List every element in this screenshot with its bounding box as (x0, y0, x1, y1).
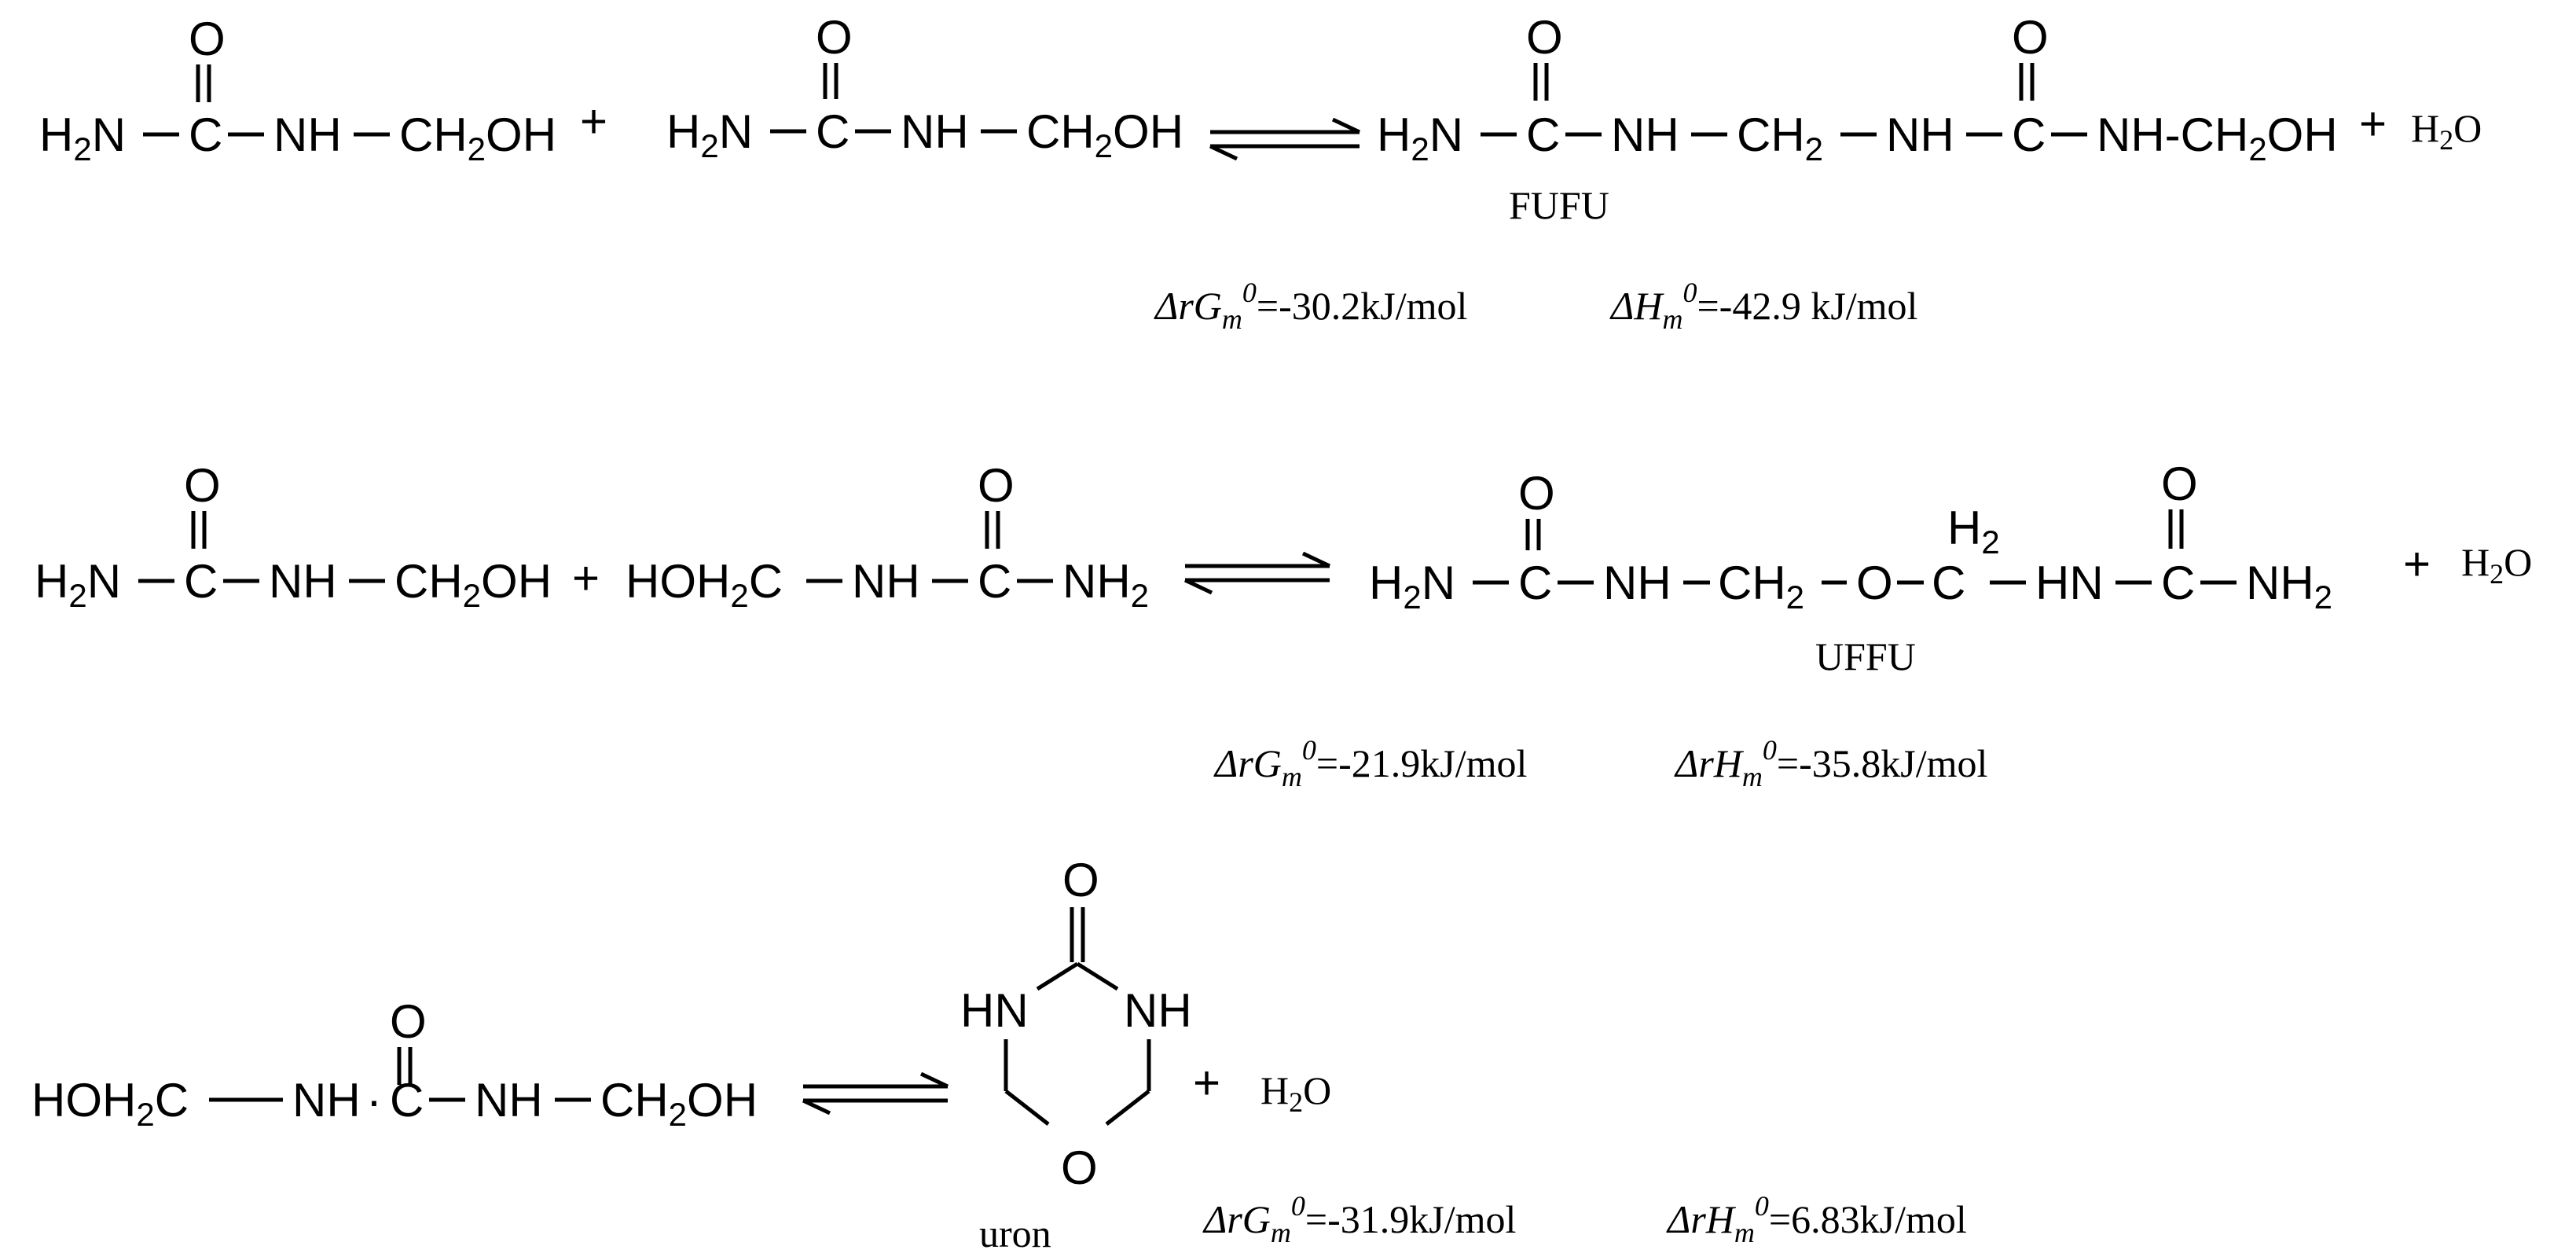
reactant-2-methylolurea: HOH2C NH C O NH2 (626, 459, 1149, 614)
methylene-bridge: CH2 (1737, 108, 1823, 167)
imine-group: NH (1886, 108, 1954, 161)
water-byproduct: H2O (1260, 1068, 1331, 1118)
carbonyl-carbon: C (1518, 557, 1552, 609)
plus-sign: + (1193, 1057, 1220, 1109)
carbonyl-oxygen: O (2161, 458, 2198, 510)
ether-oxygen: O (1856, 557, 1893, 609)
reaction-1: H2N C O NH CH2OH + H2N C O NH CH2OH (39, 11, 2482, 335)
enthalpy: ΔrHm0=-35.8kJ/mol (1674, 734, 1987, 792)
hydroxymethyl-group: HOH2C (31, 1074, 189, 1133)
carbonyl-carbon: C (390, 1074, 424, 1127)
reactant-2-methylolurea: H2N C O NH CH2OH (666, 11, 1183, 164)
carbonyl-oxygen: O (978, 459, 1015, 512)
imine-group: NH (269, 555, 337, 608)
amine-group: H2N (1369, 557, 1455, 616)
amine-group: NH2 (1062, 555, 1149, 614)
carbonyl-carbon: C (184, 555, 218, 608)
product-label: UFFU (1815, 634, 1916, 678)
water-byproduct: H2O (2411, 106, 2482, 156)
amine-group: H2N (39, 108, 126, 167)
carbonyl-oxygen: O (390, 995, 427, 1048)
hydroxymethyl-group: CH2OH (600, 1074, 758, 1133)
hydroxymethyl-group: CH2OH (399, 108, 556, 167)
plus-sign: + (572, 552, 600, 605)
equilibrium-arrow (1209, 117, 1361, 161)
imine-group: NH (901, 105, 969, 158)
carbonyl-oxygen: O (1526, 11, 1563, 64)
amine-group: NH2 (2246, 557, 2332, 616)
carbonyl-carbon: C (1526, 108, 1560, 161)
imine-group: NH (292, 1074, 361, 1127)
product-uron: O HN NH O uron (960, 854, 1192, 1255)
carbonyl-oxygen: O (184, 459, 221, 512)
methylene-group: CH2 (1718, 557, 1804, 616)
product-fufu: H2N C O NH CH2 NH C O NH-CH2OH FUFU (1377, 11, 2338, 227)
plus-sign: + (580, 95, 607, 148)
hydroxymethyl-group: CH2OH (394, 555, 552, 614)
reactant-1-methylolurea: H2N C O NH CH2OH (39, 13, 556, 167)
ring-bond (1076, 961, 1119, 991)
carbonyl-oxygen: O (189, 13, 226, 65)
carbonyl-oxygen: O (816, 11, 853, 64)
imine-group: NH (1611, 108, 1679, 161)
amine-group: H2N (35, 555, 121, 614)
carbonyl-oxygen: O (1518, 467, 1555, 520)
amine-group: H2N (1377, 108, 1463, 167)
plus-sign: + (2403, 538, 2431, 590)
hydroxymethyl-tail: NH-CH2OH (2097, 108, 2338, 167)
gibbs-energy: ΔrGm0=-30.2kJ/mol (1154, 277, 1467, 335)
product-label: uron (979, 1211, 1051, 1255)
carbonyl-oxygen: O (1062, 854, 1099, 906)
reactant-1-methylolurea: H2N C O NH CH2OH (35, 459, 552, 614)
ring-oxygen: O (1061, 1141, 1098, 1194)
ring-nitrogen-left: HN (960, 984, 1029, 1037)
ring-bond (1105, 1090, 1150, 1126)
imine-group: NH (273, 108, 342, 161)
ring-nitrogen-right: NH (1124, 984, 1192, 1037)
gibbs-energy: ΔrGm0=-21.9kJ/mol (1213, 734, 1527, 792)
methylene-hydrogens: H2 (1947, 502, 2000, 561)
water-byproduct: H2O (2461, 540, 2532, 590)
methylene-carbon: C (1932, 557, 1965, 609)
imine-group: NH (852, 555, 920, 608)
enthalpy: ΔrHm0=6.83kJ/mol (1666, 1190, 1967, 1248)
reaction-2: H2N C O NH CH2OH + HOH2C NH C O NH2 (35, 458, 2532, 792)
equilibrium-arrow (802, 1071, 949, 1115)
gibbs-energy: ΔrGm0=-31.9kJ/mol (1202, 1190, 1516, 1248)
plus-sign: + (2359, 97, 2387, 150)
carbonyl-carbon: C (2161, 557, 2195, 609)
carbonyl-carbon: C (2012, 108, 2046, 161)
imine-group: HN (2035, 557, 2104, 609)
product-label: FUFU (1509, 183, 1609, 227)
hydroxymethyl-group: CH2OH (1026, 105, 1183, 164)
carbonyl-carbon: C (978, 555, 1011, 608)
imine-group: NH (1603, 557, 1671, 609)
carbonyl-carbon: C (189, 108, 222, 161)
imine-group: NH (475, 1074, 543, 1127)
bond-dot: · (366, 1074, 382, 1127)
product-uffu: H2N C O NH CH2 O C H2 HN C O NH2 UFFU (1369, 458, 2332, 678)
carbonyl-carbon: C (816, 105, 849, 158)
carbonyl-oxygen: O (2012, 11, 2049, 64)
equilibrium-arrow (1183, 551, 1331, 595)
reactant-dimethylolurea: HOH2C NH · C O NH CH2OH (31, 995, 758, 1133)
ring-bond (1004, 1090, 1050, 1126)
reaction-3: HOH2C NH · C O NH CH2OH O HN (31, 854, 1967, 1255)
hydroxymethyl-group: HOH2C (626, 555, 783, 614)
ring-bond (1036, 961, 1079, 991)
enthalpy: ΔHm0=-42.9 kJ/mol (1609, 277, 1917, 335)
amine-group: H2N (666, 105, 753, 164)
